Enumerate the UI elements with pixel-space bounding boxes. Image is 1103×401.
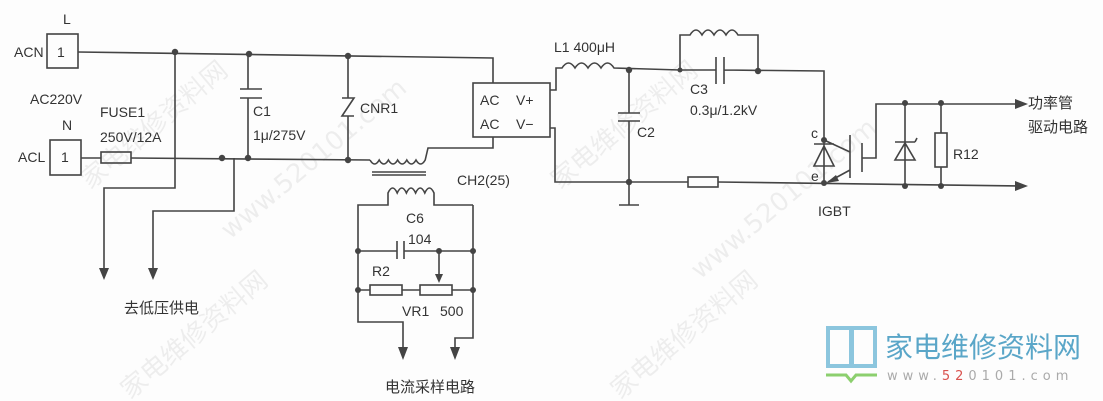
wire-sense-right — [454, 205, 474, 350]
label-fuse1: FUSE1 — [100, 104, 145, 120]
label-l: L — [63, 11, 71, 27]
label-c6: C6 — [406, 210, 424, 226]
resistor-r12 — [934, 132, 948, 168]
fuse1 — [100, 151, 132, 164]
label-bridge-ac1: AC — [480, 92, 499, 108]
label-acl: ACL — [18, 149, 45, 165]
wire-sense-left — [357, 200, 404, 350]
inductor-parallel — [679, 29, 759, 71]
label-vr1: VR1 — [402, 303, 429, 319]
terminal-acn-pin: 1 — [57, 44, 65, 60]
label-l1: L1 400μH — [554, 39, 615, 55]
label-low-voltage-supply: 去低压供电 — [124, 299, 199, 317]
arrow-down-icon — [435, 274, 443, 283]
label-driver-2: 驱动电路 — [1028, 118, 1088, 136]
label-c3: C3 — [690, 81, 708, 97]
resistor-r2 — [369, 284, 403, 296]
ch2-secondary — [387, 187, 473, 206]
arrow-down-icon — [398, 347, 460, 360]
ch2-primary — [369, 137, 494, 165]
ch2-core — [372, 171, 426, 176]
wire-lv-tap-2 — [152, 158, 235, 272]
wire-dc-minus — [550, 127, 1019, 187]
varistor-cnr1 — [340, 56, 356, 160]
label-igbt: IGBT — [818, 203, 851, 219]
book-icon — [826, 326, 877, 368]
logo-url-rest: 0101.com — [968, 369, 1073, 384]
arrow-right-icon — [1015, 99, 1028, 191]
svg-text:www.520101.com: www.520101.com — [887, 369, 1073, 384]
watermark-text: 家电维修资料网 — [605, 265, 764, 401]
resistor-shunt — [687, 176, 719, 188]
label-c1: C1 — [253, 103, 271, 119]
capacitor-c2 — [618, 70, 640, 206]
wire-lv-tap-1 — [103, 52, 176, 272]
label-r2: R2 — [372, 263, 390, 279]
capacitor-c6 — [358, 241, 473, 259]
arrow-down-icon — [99, 268, 158, 280]
junction-dots — [171, 48, 944, 293]
label-bridge-ac2: AC — [480, 116, 499, 132]
label-igbt-e: e — [811, 168, 819, 184]
igbt — [812, 103, 1018, 183]
label-driver-1: 功率管 — [1028, 94, 1073, 112]
watermark-text: 家电维修资料网 — [75, 55, 234, 195]
label-ac220v: AC220V — [30, 91, 83, 107]
logo-site-name: 家电维修资料网 — [885, 331, 1081, 364]
label-c3-value: 0.3μ/1.2kV — [690, 102, 758, 118]
label-cnr1: CNR1 — [360, 100, 398, 116]
potentiometer-vr1 — [419, 284, 453, 296]
watermark-text: www.520101.com — [685, 113, 883, 286]
label-c6-value: 104 — [408, 231, 432, 247]
capacitor-c1 — [240, 54, 262, 158]
label-c1-value: 1μ/275V — [253, 127, 306, 143]
label-bridge-vplus: V+ — [516, 92, 534, 108]
zener-diode — [893, 103, 918, 186]
label-acn: ACN — [14, 44, 44, 60]
label-fuse1-rating: 250V/12A — [100, 129, 162, 145]
label-n: N — [62, 117, 72, 133]
label-ch2: CH2(25) — [457, 172, 510, 188]
label-current-sampling: 电流采样电路 — [385, 378, 475, 396]
wire-line-l — [77, 51, 494, 83]
watermark-layer: 家电维修资料网 www.520101.com 家电维修资料网 www.52010… — [75, 55, 883, 401]
book-base-icon — [826, 373, 877, 384]
site-logo: 家电维修资料网 www.520101.com — [826, 326, 1081, 384]
logo-url-highlight: 52 — [942, 369, 969, 384]
label-igbt-c: c — [811, 125, 818, 141]
terminal-acn — [46, 33, 79, 69]
label-r12: R12 — [953, 146, 979, 162]
watermark-text: 家电维修资料网 — [545, 55, 704, 195]
label-vr1-value: 500 — [440, 303, 464, 319]
label-c2: C2 — [637, 124, 655, 140]
watermark-text: 家电维修资料网 — [115, 265, 274, 401]
wire-dc-plus — [550, 57, 825, 140]
logo-url-prefix: www. — [887, 369, 942, 384]
label-bridge-vminus: V− — [516, 116, 534, 132]
bridge-rectifier — [472, 82, 551, 138]
arrow-emitter-icon — [826, 175, 839, 183]
terminal-acl-pin: 1 — [61, 149, 69, 165]
